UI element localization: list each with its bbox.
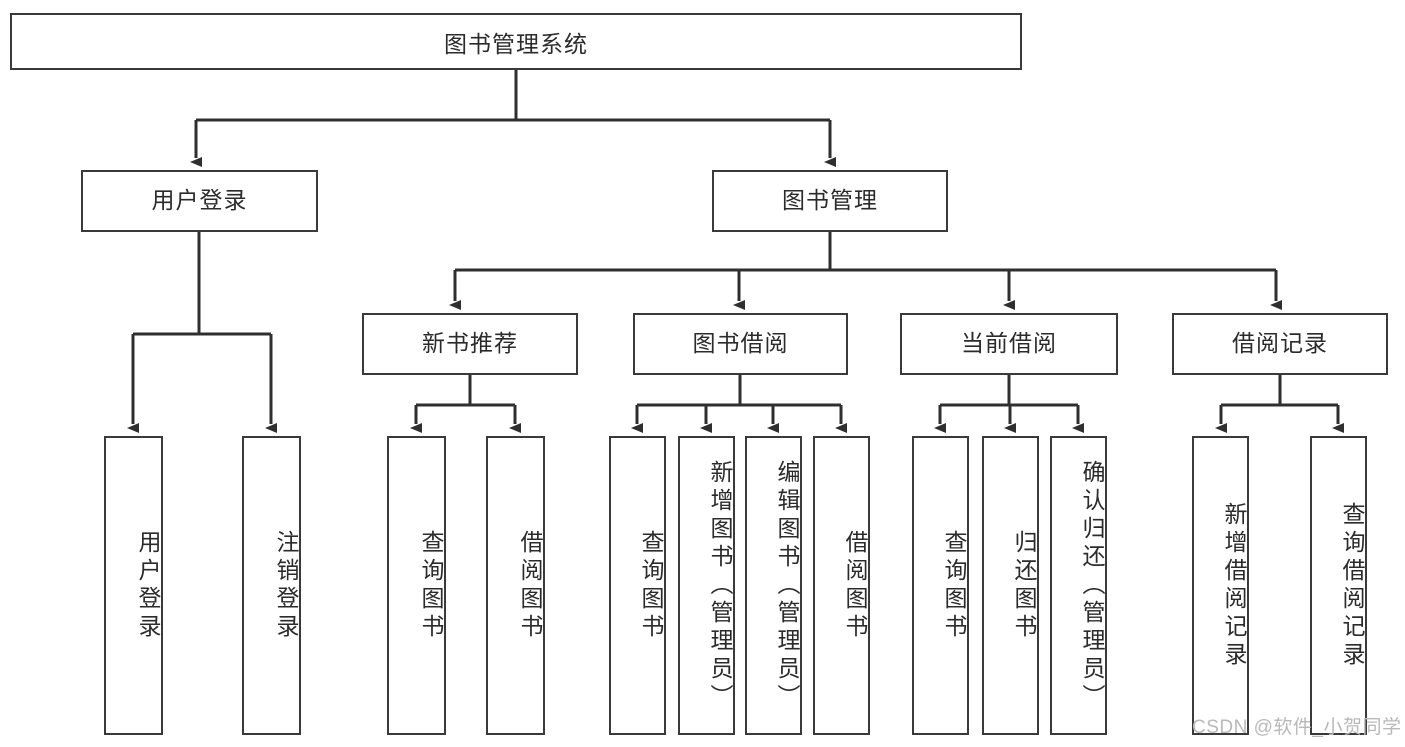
node-label: 新增图书（管理员） [707, 459, 733, 712]
node-label: 查询图书 [638, 529, 664, 642]
node-current-borrow[interactable]: 当前借阅 [900, 313, 1118, 375]
node-label: 用户登录 [135, 529, 161, 642]
node-borrow-record[interactable]: 借阅记录 [1172, 313, 1388, 375]
node-label: 查询图书 [418, 529, 444, 642]
node-label: 编辑图书（管理员） [774, 459, 800, 712]
node-label: 查询借阅记录 [1339, 501, 1365, 670]
leaf-query-book-borrow[interactable]: 查询图书 [609, 436, 666, 735]
node-label: 用户登录 [151, 187, 248, 214]
node-label: 借阅图书 [517, 529, 543, 642]
node-label: 新增借阅记录 [1221, 501, 1247, 670]
node-book-management[interactable]: 图书管理 [712, 170, 948, 232]
node-label: 确认归还（管理员） [1079, 459, 1105, 712]
node-label: 注销登录 [273, 529, 299, 642]
node-label: 查询图书 [941, 529, 967, 642]
node-book-borrow[interactable]: 图书借阅 [633, 313, 848, 375]
node-label: 图书管理 [782, 187, 878, 214]
leaf-confirm-return-admin[interactable]: 确认归还（管理员） [1050, 436, 1107, 735]
leaf-query-book-current[interactable]: 查询图书 [912, 436, 969, 735]
leaf-return-book[interactable]: 归还图书 [982, 436, 1039, 735]
leaf-query-borrow-record[interactable]: 查询借阅记录 [1310, 436, 1367, 735]
leaf-borrow-book-recommend[interactable]: 借阅图书 [486, 436, 545, 735]
node-label: 借阅图书 [842, 529, 868, 642]
leaf-logout-login[interactable]: 注销登录 [242, 436, 301, 735]
node-label: 图书借阅 [692, 330, 789, 357]
leaf-add-borrow-record[interactable]: 新增借阅记录 [1192, 436, 1249, 735]
node-label: 归还图书 [1011, 529, 1037, 642]
node-label: 当前借阅 [961, 330, 1057, 357]
node-new-book-recommend[interactable]: 新书推荐 [362, 313, 578, 375]
node-label: 借阅记录 [1232, 330, 1328, 357]
leaf-edit-book-admin[interactable]: 编辑图书（管理员） [745, 436, 802, 735]
node-label: 新书推荐 [422, 330, 518, 357]
leaf-add-book-admin[interactable]: 新增图书（管理员） [678, 436, 735, 735]
leaf-user-login[interactable]: 用户登录 [104, 436, 163, 735]
csdn-watermark: CSDN @软件_小贺同学 [1192, 717, 1402, 738]
leaf-query-book-recommend[interactable]: 查询图书 [387, 436, 446, 735]
leaf-borrow-book[interactable]: 借阅图书 [813, 436, 870, 735]
node-user-login[interactable]: 用户登录 [81, 170, 318, 232]
node-label: 图书管理系统 [444, 30, 588, 57]
node-root-system[interactable]: 图书管理系统 [10, 13, 1022, 70]
